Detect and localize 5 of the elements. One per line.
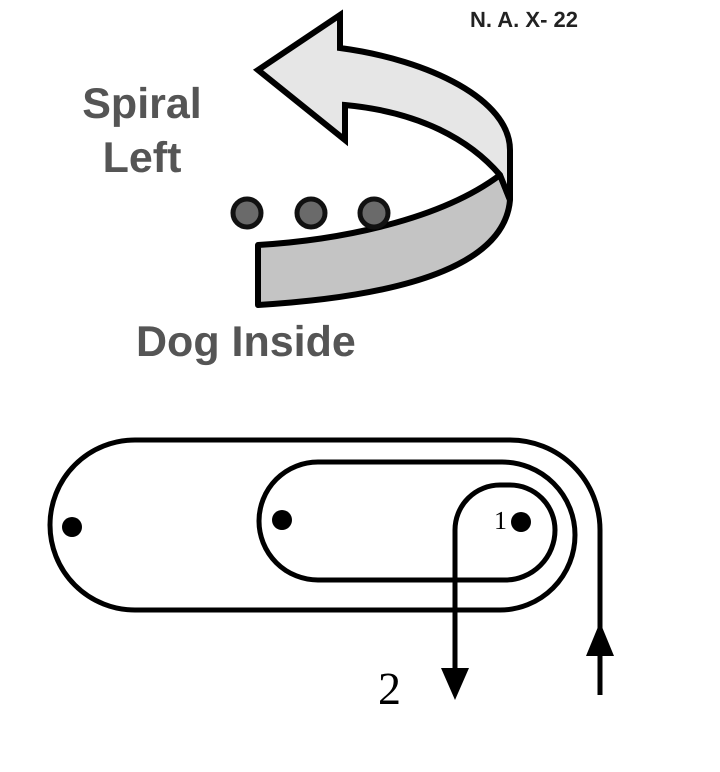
step-number: 1 (494, 505, 507, 537)
step-number: 2 (378, 662, 401, 716)
side-label: Dog Inside (136, 317, 356, 368)
maneuver-label: Spiral Left (81, 79, 203, 184)
figure-code: N. A. X- 22 (470, 6, 578, 34)
